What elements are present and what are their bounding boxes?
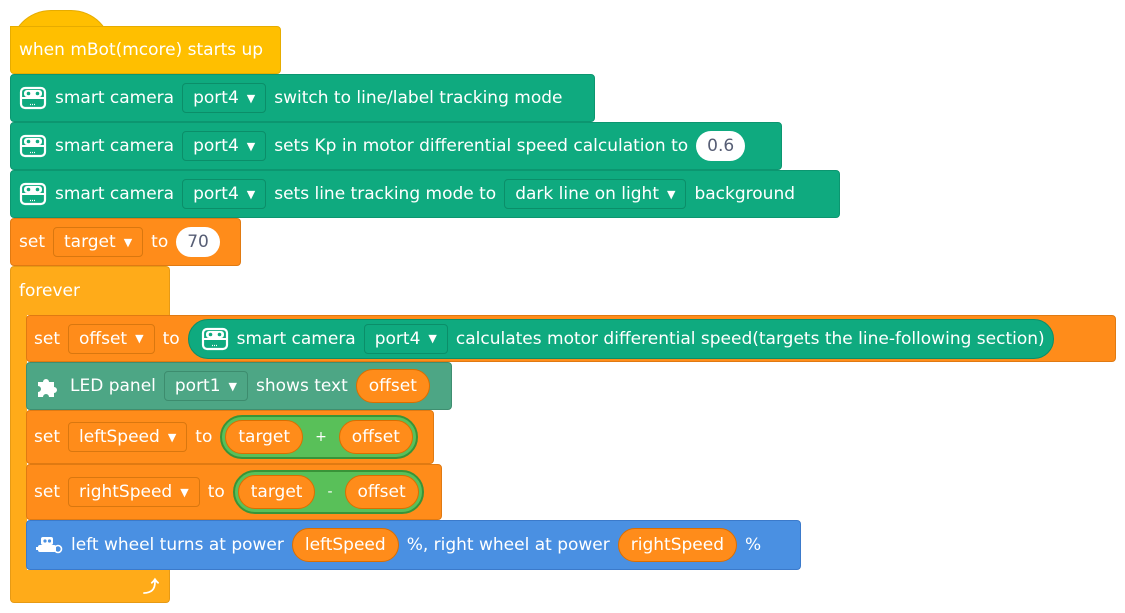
variable-dropdown[interactable]: offset ▼ <box>67 323 155 354</box>
variable-name: rightSpeed <box>78 482 173 502</box>
camera-differential-speed-reporter[interactable]: smart camera port4 ▼ calculates motor di… <box>187 318 1054 359</box>
to-label: to <box>151 232 169 252</box>
wheel-text-3: % <box>744 535 762 555</box>
port-value: port4 <box>374 328 421 349</box>
port-dropdown[interactable]: port1 ▼ <box>163 371 249 401</box>
dropdown-arrow-icon: ▼ <box>246 91 256 105</box>
wheel-text-1: left wheel turns at power <box>71 535 284 555</box>
set-label: set <box>34 427 60 447</box>
port-dropdown[interactable]: port4 ▼ <box>182 131 267 161</box>
port-value: port4 <box>193 136 239 156</box>
dropdown-arrow-icon: ▼ <box>667 187 676 201</box>
to-label: to <box>195 427 213 447</box>
camera-set-kp-block[interactable]: smart camera port4 ▼ sets Kp in motor di… <box>10 122 782 170</box>
offset-variable-reporter[interactable]: offset <box>355 369 430 403</box>
dropdown-arrow-icon: ▼ <box>428 332 437 345</box>
line-mode-dropdown[interactable]: dark line on light ▼ <box>504 179 687 209</box>
variable-name: leftSpeed <box>78 427 160 447</box>
port-value: port4 <box>193 184 239 204</box>
subtraction-operator[interactable]: target - offset <box>232 470 424 514</box>
offset-variable-reporter[interactable]: offset <box>338 420 413 454</box>
wheel-text-2: %, right wheel at power <box>406 535 610 555</box>
wheel-power-block[interactable]: left wheel turns at power leftSpeed %, r… <box>26 520 801 570</box>
rightspeed-variable-reporter[interactable]: rightSpeed <box>617 528 737 562</box>
hat-label: when mBot(mcore) starts up <box>19 40 264 60</box>
dropdown-arrow-icon: ▼ <box>180 485 189 499</box>
dropdown-arrow-icon: ▼ <box>228 379 238 393</box>
variable-name: offset <box>78 328 128 349</box>
block-suffix: background <box>694 184 796 204</box>
port-value: port1 <box>174 376 221 396</box>
block-text: sets Kp in motor differential speed calc… <box>274 136 689 156</box>
variable-dropdown[interactable]: rightSpeed ▼ <box>67 477 200 507</box>
camera-tracking-mode-block[interactable]: smart camera port4 ▼ switch to line/labe… <box>10 74 595 122</box>
variable-dropdown[interactable]: leftSpeed ▼ <box>67 422 188 452</box>
to-label: to <box>162 328 180 349</box>
set-label: set <box>34 328 60 349</box>
block-label: LED panel <box>70 376 156 396</box>
block-label: smart camera <box>55 184 175 204</box>
to-label: to <box>207 482 225 502</box>
set-target-block[interactable]: set target ▼ to 70 <box>10 218 241 266</box>
block-label: smart camera <box>55 88 175 108</box>
block-text: switch to line/label tracking mode <box>274 88 563 108</box>
target-variable-reporter[interactable]: target <box>225 420 304 454</box>
dropdown-arrow-icon: ▼ <box>246 139 256 153</box>
set-leftspeed-block[interactable]: set leftSpeed ▼ to target + offset <box>26 410 434 464</box>
target-value-input[interactable]: 70 <box>176 227 220 257</box>
variable-dropdown[interactable]: target ▼ <box>52 227 144 257</box>
smart-camera-icon <box>19 182 47 206</box>
smart-camera-icon <box>201 327 229 351</box>
kp-value-input[interactable]: 0.6 <box>696 131 746 161</box>
dropdown-arrow-icon: ▼ <box>123 235 133 249</box>
port-dropdown[interactable]: port4 ▼ <box>182 83 267 113</box>
target-variable-reporter[interactable]: target <box>237 475 316 509</box>
forever-arm <box>10 314 27 572</box>
mode-value: dark line on light <box>515 184 659 204</box>
forever-bottom: ⤴ <box>10 570 170 603</box>
reporter-label: smart camera <box>236 328 356 349</box>
forever-block[interactable]: forever <box>10 266 170 315</box>
set-label: set <box>19 232 45 252</box>
led-panel-block[interactable]: LED panel port1 ▼ shows text offset <box>26 362 452 410</box>
offset-variable-reporter[interactable]: offset <box>344 475 419 509</box>
smart-camera-icon <box>19 86 47 110</box>
plus-sign: + <box>315 429 327 445</box>
leftspeed-variable-reporter[interactable]: leftSpeed <box>291 528 399 562</box>
set-offset-block[interactable]: set offset ▼ to smart camera port4 ▼ cal… <box>26 315 1116 362</box>
addition-operator[interactable]: target + offset <box>220 415 418 459</box>
smart-camera-icon <box>19 134 47 158</box>
block-text: sets line tracking mode to <box>274 184 497 204</box>
variable-name: target <box>63 232 116 252</box>
port-value: port4 <box>193 88 239 108</box>
block-label: smart camera <box>55 136 175 156</box>
loop-arrow-icon: ⤴ <box>142 577 159 596</box>
forever-label: forever <box>19 281 80 301</box>
camera-line-mode-block[interactable]: smart camera port4 ▼ sets line tracking … <box>10 170 840 218</box>
puzzle-icon <box>34 374 62 398</box>
when-starts-up-block[interactable]: when mBot(mcore) starts up <box>10 26 281 74</box>
minus-sign: - <box>327 484 333 500</box>
port-dropdown[interactable]: port4 ▼ <box>182 179 267 209</box>
set-rightspeed-block[interactable]: set rightSpeed ▼ to target - offset <box>26 464 442 520</box>
block-text: shows text <box>256 376 348 396</box>
set-label: set <box>34 482 60 502</box>
port-dropdown[interactable]: port4 ▼ <box>363 323 448 354</box>
dropdown-arrow-icon: ▼ <box>246 187 256 201</box>
mbot-icon <box>35 534 63 556</box>
dropdown-arrow-icon: ▼ <box>135 332 144 345</box>
dropdown-arrow-icon: ▼ <box>167 430 177 444</box>
reporter-text: calculates motor differential speed(targ… <box>455 328 1045 349</box>
